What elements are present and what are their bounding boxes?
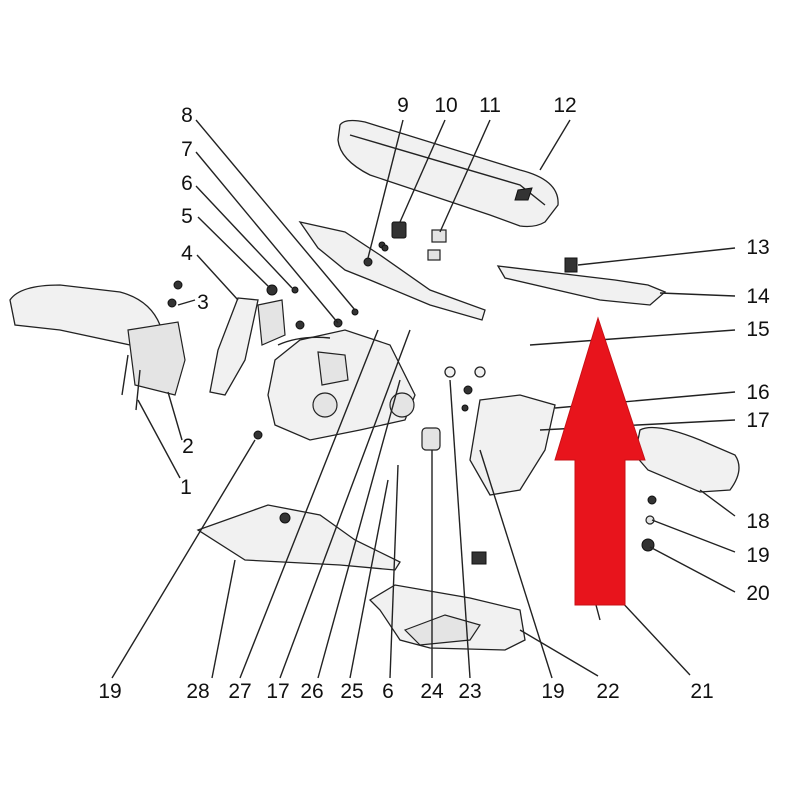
callout-19-right: 19: [746, 544, 769, 567]
part-rear-rail: [496, 257, 667, 306]
callout-1: 1: [180, 476, 192, 499]
callout-4: 4: [181, 242, 193, 265]
callout-11: 11: [479, 94, 501, 117]
callout-20: 20: [746, 582, 769, 605]
callout-labels: 1 2 3 4 5 6 7 8 9 10 11 12 13 14 15 16 1…: [98, 94, 770, 703]
part-seat-cover: [337, 119, 559, 228]
highlight-up-arrow: [554, 316, 646, 606]
callout-28: 28: [186, 680, 209, 703]
callout-21: 21: [690, 680, 713, 703]
callout-12: 12: [553, 94, 576, 117]
callout-17-right: 17: [746, 409, 769, 432]
callout-7: 7: [181, 138, 193, 161]
callout-14: 14: [746, 285, 770, 308]
callout-25: 25: [340, 680, 363, 703]
callout-13: 13: [746, 236, 769, 259]
callout-19-bottom-right: 19: [541, 680, 564, 703]
callout-6-bottom: 6: [382, 680, 394, 703]
part-main-frame: [253, 308, 416, 441]
callout-17-bottom: 17: [266, 680, 289, 703]
part-side-cover-left: [196, 504, 401, 571]
callout-3: 3: [197, 291, 209, 314]
callout-18: 18: [746, 510, 769, 533]
callout-5: 5: [181, 205, 193, 228]
callout-9: 9: [397, 94, 409, 117]
callout-26: 26: [300, 680, 323, 703]
callout-19-bottom-left: 19: [98, 680, 121, 703]
callout-8: 8: [181, 104, 193, 127]
callout-24: 24: [420, 680, 444, 703]
callout-10: 10: [434, 94, 457, 117]
callout-15: 15: [746, 318, 769, 341]
part-rear-fender: [9, 280, 186, 411]
callout-6-top: 6: [181, 172, 193, 195]
part-tail-light: [209, 284, 299, 396]
part-battery-box: [444, 366, 556, 496]
part-clips: [381, 221, 447, 261]
callout-27: 27: [228, 680, 251, 703]
callout-16: 16: [746, 381, 769, 404]
callout-22: 22: [596, 680, 619, 703]
callout-2: 2: [182, 435, 194, 458]
callout-23: 23: [458, 680, 481, 703]
